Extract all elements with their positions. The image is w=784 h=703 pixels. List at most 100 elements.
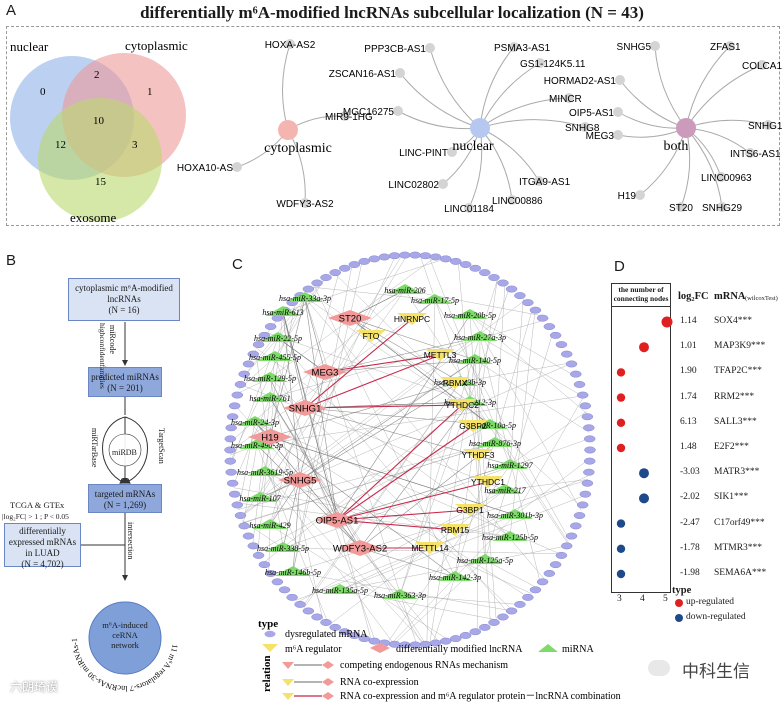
edge-mirna-mrna bbox=[242, 442, 496, 523]
panel-a-graphics: nuclear cytoplasmic exosome 0 1 15 2 12 … bbox=[10, 38, 783, 225]
regulator-label: G3BP1 bbox=[456, 505, 484, 515]
panel-d-legend-down: down-regulated bbox=[686, 612, 746, 622]
venn-label-exosome: exosome bbox=[70, 210, 116, 225]
mrna-node bbox=[225, 424, 237, 432]
localization-star-graphs: HOXA-AS2MIR9-1HGHOXA10-ASWDFY3-AS2cytopl… bbox=[177, 39, 783, 215]
edge-lnc-mirna bbox=[269, 297, 306, 438]
edge-lnc-mirna bbox=[292, 479, 301, 573]
mirna-node bbox=[452, 309, 488, 319]
star-edge bbox=[685, 64, 763, 129]
edge-mirna-mrna bbox=[404, 289, 569, 543]
lncrna-label: SNHG5 bbox=[284, 476, 317, 487]
panel-d-gene-name: SALL3*** bbox=[714, 416, 757, 427]
regulator-label: FTO bbox=[363, 331, 380, 341]
mrna-node bbox=[320, 619, 332, 626]
mrna-node bbox=[555, 341, 568, 349]
mrna-node bbox=[231, 501, 244, 509]
regulator-node bbox=[415, 542, 445, 554]
mirna-node bbox=[417, 294, 453, 304]
mrna-node bbox=[584, 446, 596, 454]
star-leaf-dot bbox=[635, 190, 645, 200]
panel-d-fc-value: -2.02 bbox=[680, 492, 700, 503]
star-leaf-label: MIR9-1HG bbox=[325, 112, 373, 123]
star-leaf-dot bbox=[717, 202, 727, 212]
edge-lnc-mirna bbox=[269, 436, 516, 516]
mirna-node bbox=[275, 566, 311, 576]
edge-lnc-mirna bbox=[359, 547, 456, 578]
star-leaf-dot bbox=[232, 162, 242, 172]
mrna-node bbox=[497, 279, 509, 287]
mirna-label: hsa-miR-146b-5p bbox=[265, 568, 321, 577]
lncrna-node bbox=[303, 364, 347, 380]
legend-coexp-label: RNA co-expression bbox=[340, 677, 419, 688]
panel-d-gene-name: RRM2*** bbox=[714, 391, 755, 402]
mrna-node bbox=[247, 542, 260, 550]
mrna-node bbox=[226, 413, 239, 421]
edge-mirna-mrna bbox=[269, 270, 340, 526]
regulator-node bbox=[447, 399, 477, 411]
mrna-node bbox=[570, 370, 582, 378]
flow-box2-n: (N = 201) bbox=[107, 383, 143, 393]
mrna-node bbox=[560, 542, 573, 550]
legend-cerna-marker-a bbox=[282, 662, 294, 669]
edge-mirna-mrna bbox=[339, 589, 499, 621]
panel-d-fc-value: 1.90 bbox=[680, 366, 697, 377]
mrna-node bbox=[278, 586, 291, 594]
venn-exosome-circle bbox=[38, 98, 162, 222]
legend-regulator-label: m⁶A regulator bbox=[285, 644, 342, 655]
regulator-node bbox=[458, 420, 488, 432]
mrna-node bbox=[450, 635, 462, 643]
mirna-label: hsa-miR-1297 bbox=[487, 461, 533, 470]
star-leaf-dot bbox=[676, 202, 686, 212]
dot-map3k9 bbox=[639, 342, 649, 353]
mrna-node bbox=[581, 413, 594, 421]
panel-d-col-mrna: mRNA bbox=[714, 291, 746, 302]
mirna-node bbox=[237, 416, 273, 426]
edge-mirna-mrna bbox=[504, 479, 588, 491]
star-leaf-dot bbox=[745, 148, 755, 158]
mirna-label: hsa-miR-613 bbox=[262, 308, 303, 317]
mirna-node bbox=[492, 531, 528, 541]
mirna-node bbox=[257, 351, 293, 361]
flow-box-targeted-mrnas: targeted mRNAs (N = 1,269) bbox=[88, 484, 162, 513]
star-leaf-label: OIP5-AS1 bbox=[569, 108, 614, 119]
edge-mirna-mrna bbox=[243, 444, 258, 524]
mrna-node bbox=[576, 391, 589, 399]
panel-d-fc-value: 1.74 bbox=[680, 391, 697, 402]
edge-mirna-mrna bbox=[393, 559, 486, 645]
mrna-node bbox=[497, 613, 509, 621]
mrna-node bbox=[338, 264, 351, 272]
mrna-node bbox=[258, 561, 271, 569]
star-leaf-label: SNHG1 bbox=[748, 121, 783, 132]
mrna-node bbox=[228, 490, 241, 498]
mirna-label: hsa-miR-33a-3p bbox=[279, 294, 331, 303]
panel-b-arrows bbox=[81, 322, 148, 581]
star-leaf-dot bbox=[580, 122, 590, 132]
star-leaf-dot bbox=[613, 107, 623, 117]
star-leaf-dot bbox=[507, 195, 517, 205]
edge-mirna-mrna bbox=[339, 495, 586, 591]
flow-box4-label: differentially expressed mRNAs in LUAD bbox=[8, 526, 77, 558]
panel-d-legend-title: type bbox=[672, 585, 692, 596]
star-leaf-dot bbox=[425, 43, 435, 53]
mrna-node bbox=[294, 600, 306, 608]
mrna-node bbox=[224, 457, 237, 465]
edge-mirna-mrna bbox=[469, 314, 578, 378]
dot-rrm2 bbox=[616, 393, 626, 402]
panel-d-gene-name: C17orf49*** bbox=[714, 517, 765, 528]
edge-mirna-mrna bbox=[509, 309, 536, 538]
legend-mirna-label: miRNA bbox=[562, 644, 594, 655]
mrna-node bbox=[459, 632, 472, 639]
lncrna-label: H19 bbox=[261, 433, 278, 444]
star-hub-label: both bbox=[664, 139, 689, 154]
edge-lnc-mirna bbox=[359, 442, 496, 549]
mrna-node bbox=[573, 381, 586, 388]
edge-lnc-mirna bbox=[304, 407, 491, 426]
mrna-node bbox=[565, 360, 578, 368]
edge-mirna-mrna bbox=[434, 299, 570, 541]
edge-mirna-mrna bbox=[329, 489, 506, 625]
mrna-node bbox=[488, 619, 500, 626]
lncrna-label: SNHG1 bbox=[289, 404, 322, 415]
lncrna-node bbox=[248, 429, 292, 445]
